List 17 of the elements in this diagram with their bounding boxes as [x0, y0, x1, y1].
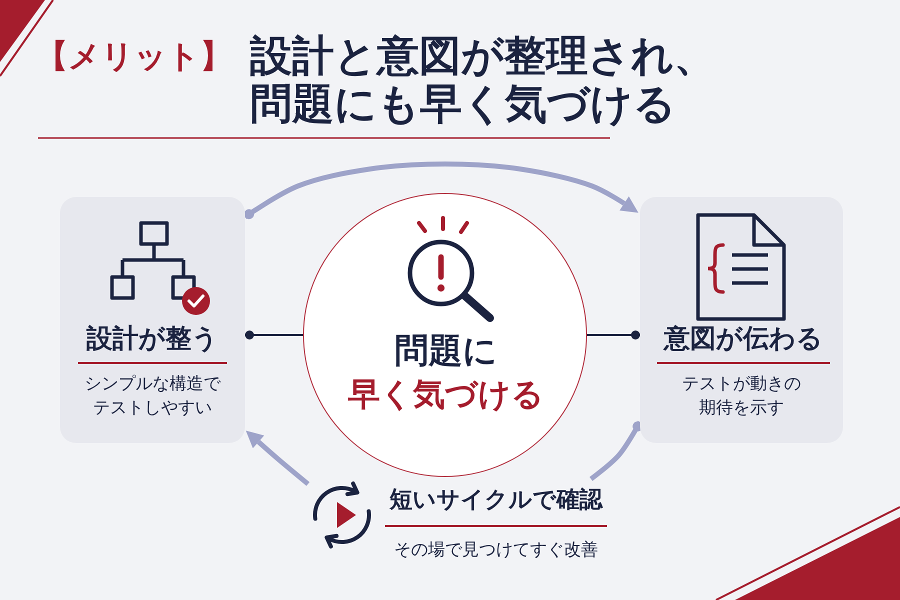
step-heading: 短いサイクルで確認 [385, 484, 607, 527]
section-tag: 【メリット】 [36, 36, 232, 76]
circle-heading: 問題に [394, 330, 498, 372]
curved-arrow [246, 430, 310, 486]
card-heading: 設計が整う [78, 322, 227, 364]
card-description: テストが動きの期待を示す [681, 373, 802, 420]
step-description: その場で見つけてすぐ改善 [393, 539, 599, 562]
curved-line [590, 420, 643, 481]
circle-emphasis: 早く気づける [347, 374, 545, 414]
connector-line [587, 330, 640, 340]
feature-card [640, 197, 843, 443]
title: 設計と意図が整理され、問題にも早く気づける [250, 32, 717, 128]
card-description: シンプルな構造でテストしやすい [84, 373, 222, 420]
card-heading: 意図が伝わる [657, 322, 830, 364]
connector-line [245, 330, 303, 340]
curved-arrow [244, 162, 638, 220]
feature-card [60, 197, 245, 443]
